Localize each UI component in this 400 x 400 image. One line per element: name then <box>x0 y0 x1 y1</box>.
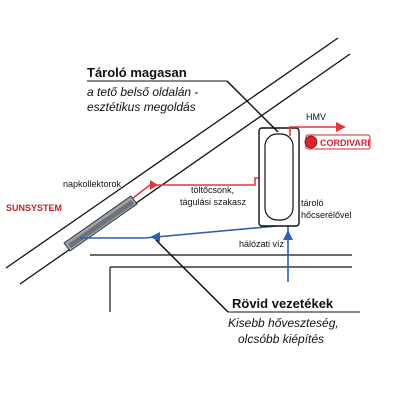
storage-tank <box>258 127 300 227</box>
bottom-callout-line2: olcsóbb kiépítés <box>238 332 324 346</box>
tank-inner <box>264 133 294 221</box>
bottom-callout-title: Rövid vezetékek <box>232 296 334 311</box>
hot-pipe-arrow <box>150 180 158 190</box>
fill-label-line1: töltőcsonk, <box>191 185 234 195</box>
solar-collector <box>63 195 138 252</box>
collector-glass <box>68 200 134 248</box>
bottom-callout-line1: Kisebb hőveszteség, <box>228 316 339 330</box>
hmv-arrow <box>336 122 346 132</box>
hmv-label: HMV <box>306 112 326 122</box>
mains-label: hálózati víz <box>239 239 285 249</box>
fill-label-line2: tágulási szakasz <box>180 197 247 207</box>
hmv-outlet <box>289 122 346 136</box>
tank-label-line2: hőcserélővel <box>301 210 352 220</box>
top-callout-leader <box>226 80 279 133</box>
cold-return-arrow <box>150 232 160 242</box>
roof-outer-line <box>5 37 339 269</box>
top-callout-line1: a tető belső oldalán - <box>87 85 198 99</box>
cordivari-logo: CORDIVARI <box>304 134 371 150</box>
ceiling <box>90 254 352 312</box>
mains-pipe-arrow <box>283 230 293 240</box>
hmv-pipe <box>289 126 338 136</box>
tank-outer <box>258 127 300 227</box>
collectors-label: napkollektorok <box>63 179 122 189</box>
top-callout-line2: esztétikus megoldás <box>87 100 196 114</box>
cordivari-wordmark: CORDIVARI <box>320 138 370 148</box>
top-callout-title: Tároló magasan <box>87 65 187 80</box>
cordivari-emblem-icon <box>304 135 318 149</box>
sunsystem-logo: SUNSYSTEM <box>6 203 62 213</box>
bottom-callout-leader <box>155 239 229 313</box>
tank-label-line1: tároló <box>301 198 324 208</box>
